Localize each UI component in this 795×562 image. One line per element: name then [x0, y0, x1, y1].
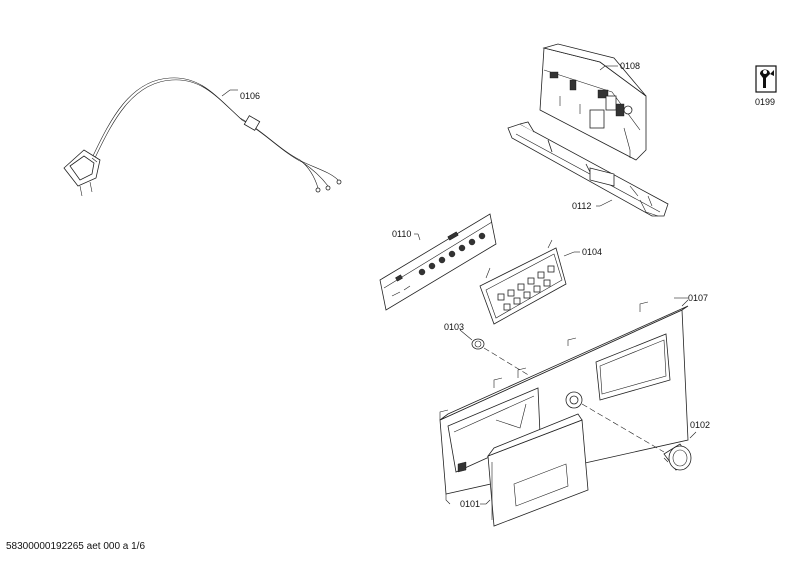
label-0101: 0101: [460, 499, 480, 509]
document-footer: 58300000192265 aet 000 a 1/6: [6, 541, 146, 552]
label-0107: 0107: [688, 293, 708, 303]
button-panel-keys: [497, 265, 555, 311]
label-0103: 0103: [444, 322, 464, 332]
label-0104: 0104: [582, 247, 602, 257]
display-board-knobs: [418, 232, 486, 276]
wrench-tool-icon: [755, 65, 777, 93]
display-board: [379, 213, 497, 311]
label-0106: 0106: [240, 91, 260, 101]
indicator-lens: [471, 338, 485, 350]
detergent-drawer: [486, 413, 589, 527]
label-0108: 0108: [620, 61, 640, 71]
power-cord: [63, 77, 342, 197]
button-panel: [479, 239, 567, 325]
selector-knob: [663, 443, 692, 471]
control-module: [539, 43, 647, 161]
label-0110: 0110: [392, 229, 411, 239]
label-0112: 0112: [572, 201, 591, 211]
module-bracket: [507, 121, 669, 217]
label-0102: 0102: [690, 420, 710, 430]
label-0199: 0199: [755, 97, 775, 107]
